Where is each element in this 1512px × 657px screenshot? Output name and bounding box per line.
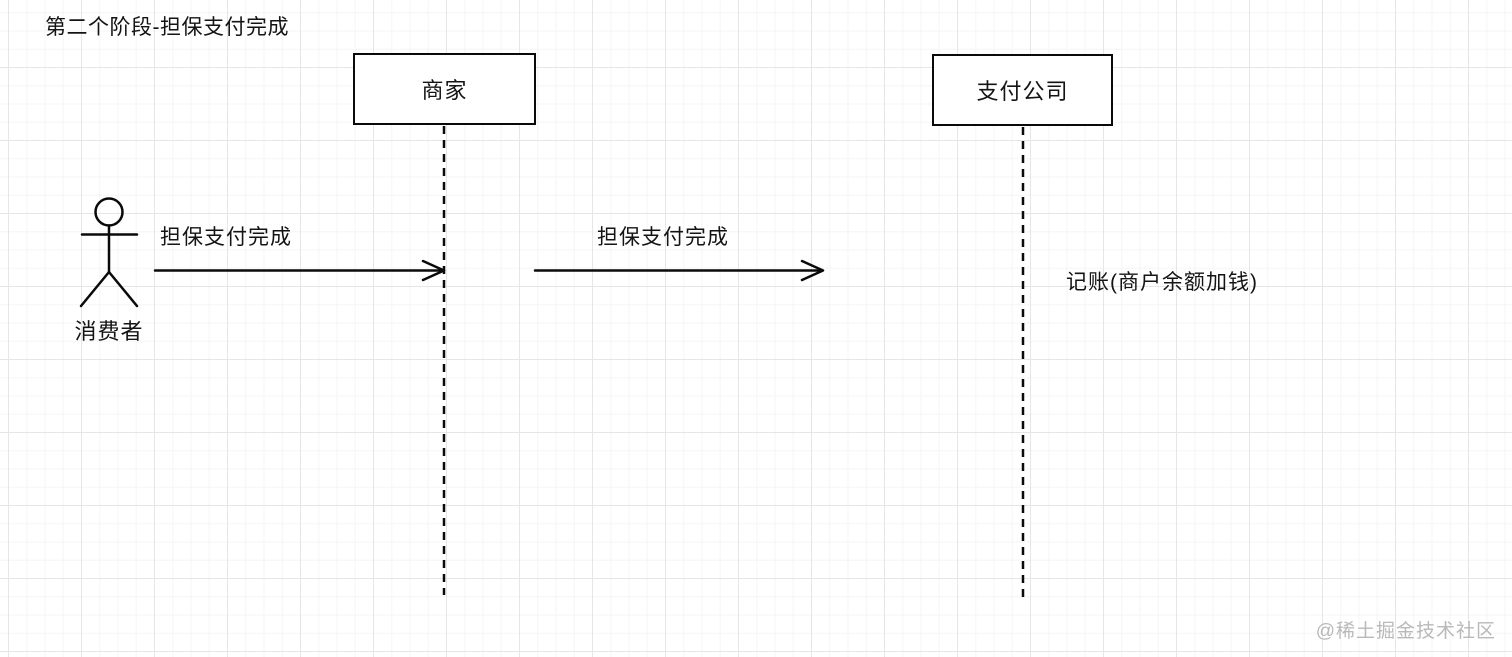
annotation-label: 记账(商户余额加钱) xyxy=(1066,271,1258,294)
participant-box-merchant: 商家 xyxy=(353,53,536,125)
actor-icon xyxy=(79,197,139,308)
message-label-2: 担保支付完成 xyxy=(597,226,729,249)
participant-label-payment-company: 支付公司 xyxy=(976,79,1069,104)
message-arrow-2 xyxy=(533,259,825,282)
diagram-title: 第二个阶段-担保支付完成 xyxy=(45,16,289,39)
participant-box-payment-company: 支付公司 xyxy=(932,54,1113,126)
actor-label-consumer: 消费者 xyxy=(74,319,144,344)
watermark-text: @稀土掘金技术社区 xyxy=(1315,621,1496,642)
participant-label-merchant: 商家 xyxy=(421,78,468,103)
message-label-1: 担保支付完成 xyxy=(160,226,292,249)
message-arrow-1 xyxy=(153,259,446,282)
